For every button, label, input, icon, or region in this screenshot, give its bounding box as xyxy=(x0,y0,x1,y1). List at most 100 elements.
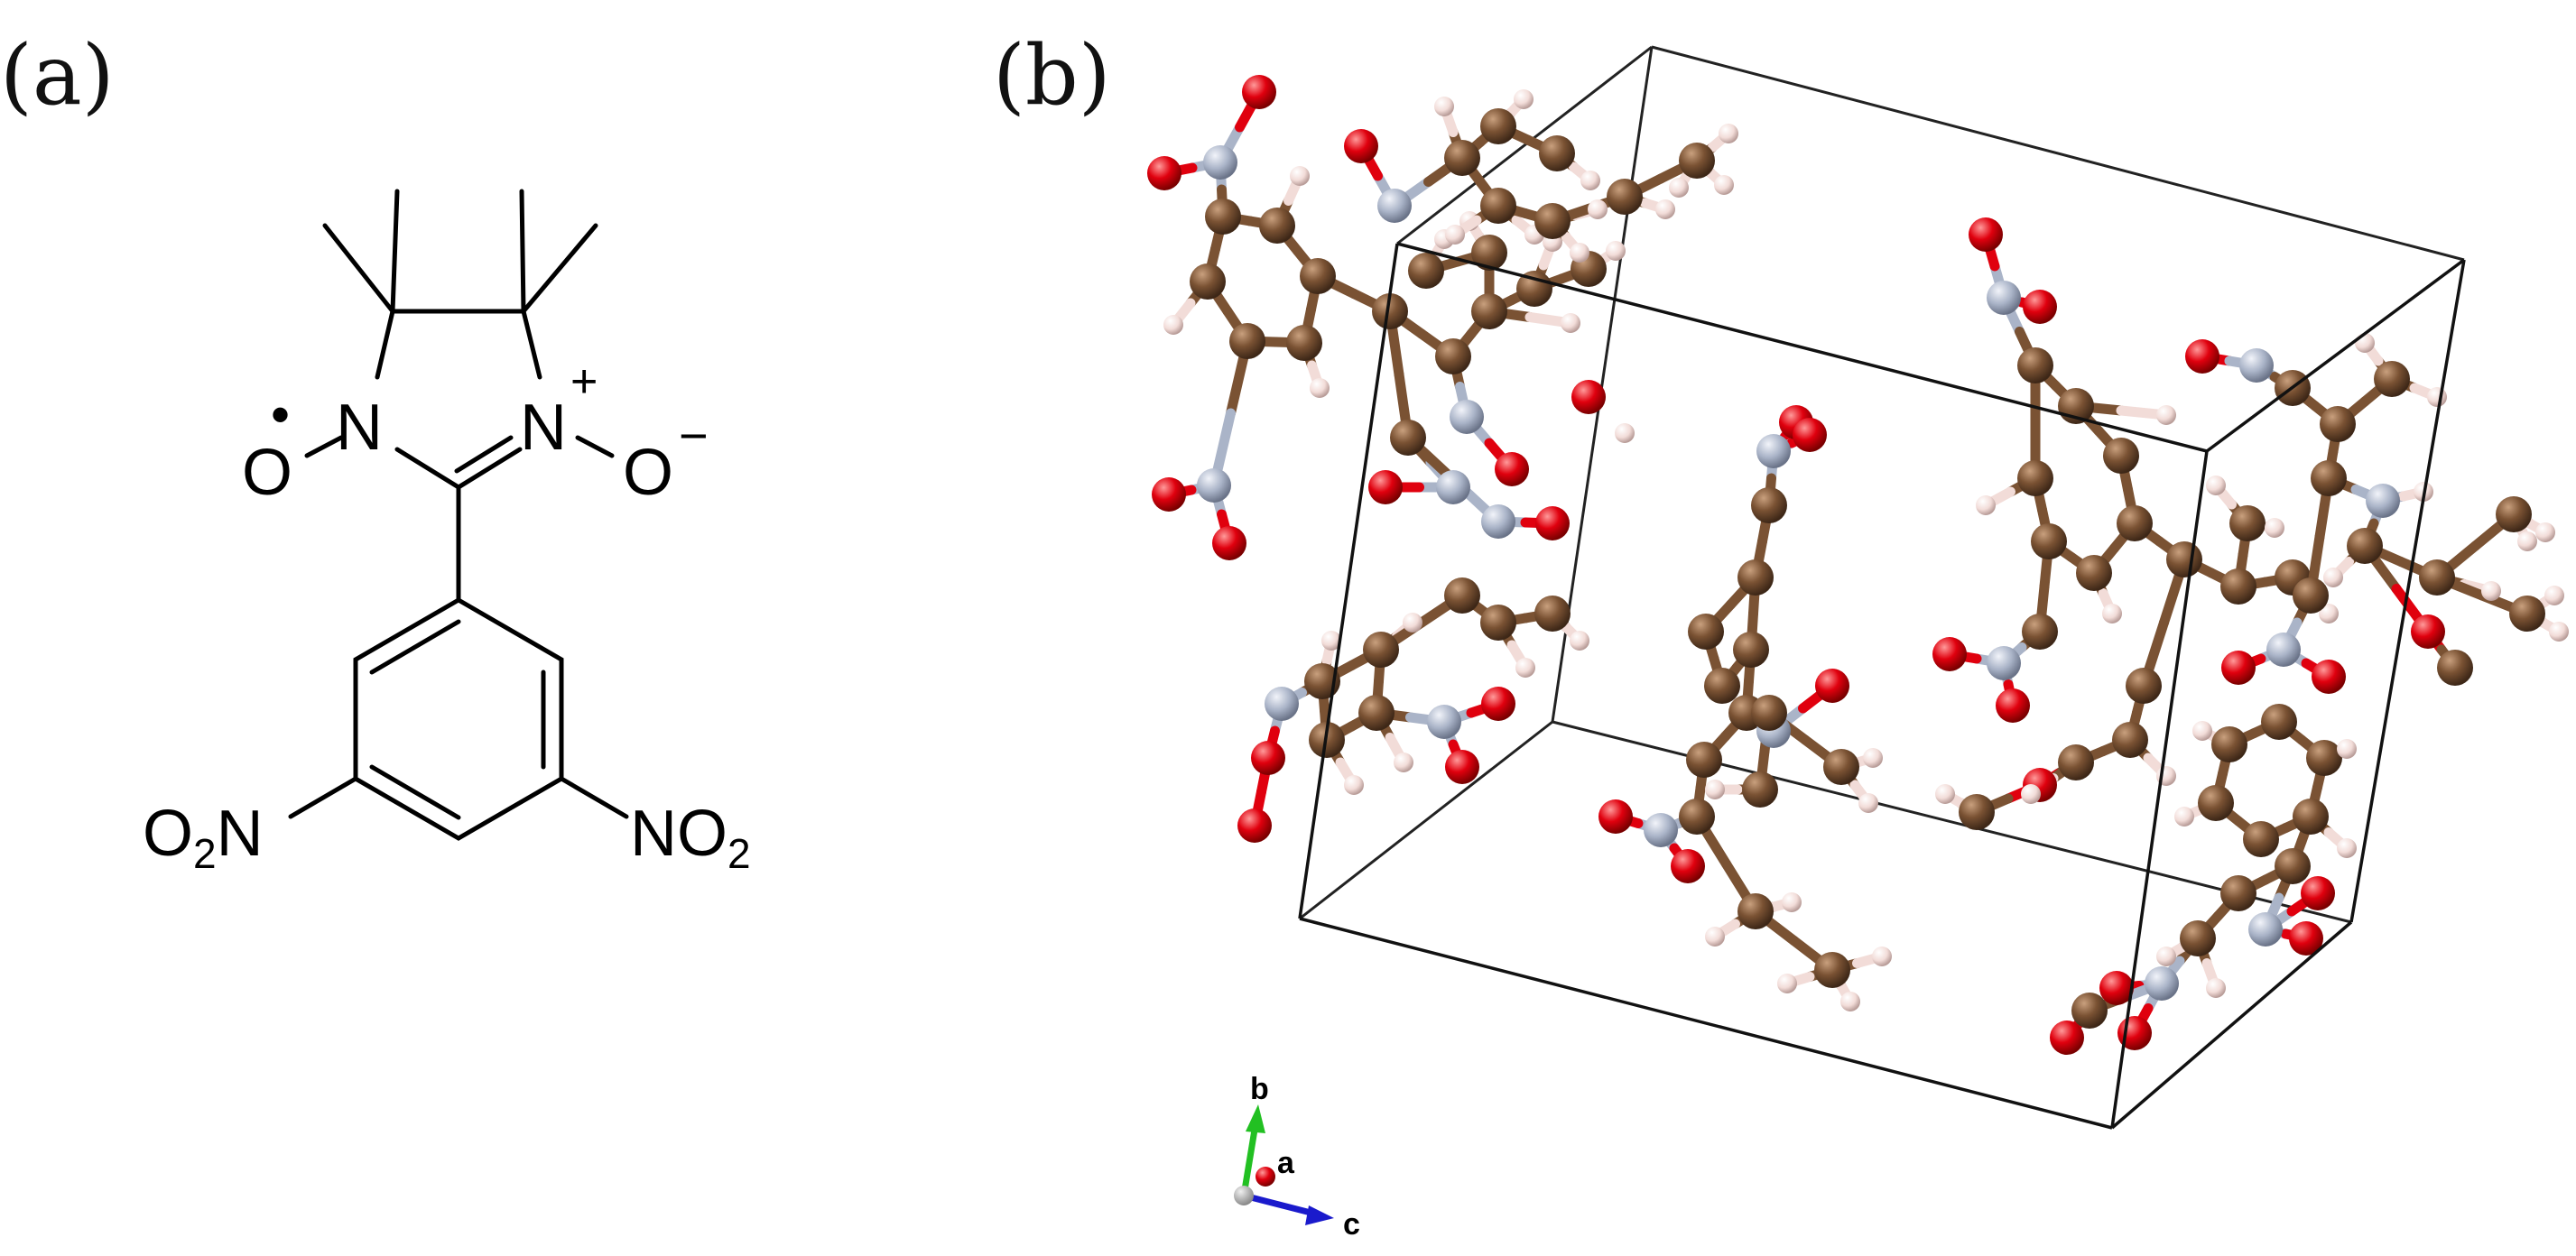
cell-edge xyxy=(1552,720,2352,924)
cell-edge xyxy=(2110,920,2353,1130)
carbon-atom xyxy=(1205,199,1241,235)
cell-edge xyxy=(1396,242,2208,453)
methyl-2 xyxy=(390,189,400,314)
atom-o-left: O xyxy=(242,437,292,509)
radical-dot: • xyxy=(271,384,290,445)
hydrogen-atom xyxy=(1163,315,1183,335)
hydrogen-atom xyxy=(2337,838,2357,858)
nitrogen-atom xyxy=(2366,484,2400,518)
oxygen-atom xyxy=(2050,1020,2084,1055)
oxygen-atom xyxy=(1481,687,1515,721)
carbon-atom xyxy=(2211,726,2247,762)
hydrogen-atom xyxy=(1615,423,1635,443)
carbon-atom xyxy=(1742,771,1778,808)
oxygen-atom xyxy=(1996,688,2030,723)
carbon-atom xyxy=(1480,188,1516,224)
bond-n-o-left xyxy=(304,435,344,458)
hydrogen-atom xyxy=(1777,974,1797,993)
bond-n-c2-right xyxy=(456,447,523,490)
carbon-atom xyxy=(1480,108,1516,144)
carbon-atom xyxy=(2017,460,2053,496)
carbon-atom xyxy=(2243,821,2279,857)
hydrogen-atom xyxy=(1445,225,1465,245)
hydrogen-atom xyxy=(1290,166,1310,186)
hydrogen-atom xyxy=(1394,753,1413,772)
charge-minus: − xyxy=(679,407,709,464)
carbon-atom xyxy=(2229,505,2266,541)
hydrogen-atom xyxy=(2337,739,2357,759)
carbon-atom xyxy=(1408,253,1444,289)
oxygen-atom xyxy=(2099,971,2134,1005)
carbon-atom xyxy=(1390,420,1426,456)
carbon-atom xyxy=(2166,541,2202,577)
carbon-atom xyxy=(1733,632,1769,668)
hydrogen-atom xyxy=(2549,622,2569,642)
hydrogen-atom xyxy=(2156,405,2176,425)
carbon-atom xyxy=(1444,577,1480,614)
hydrogen-atom xyxy=(2156,947,2176,966)
crystal-molecules xyxy=(1147,75,2569,1055)
benzene-inner-3 xyxy=(369,619,461,675)
nitrogen-atom xyxy=(1197,468,1231,503)
hydrogen-atom xyxy=(1570,243,1589,263)
oxygen-atom xyxy=(2221,651,2256,685)
carbon-atom xyxy=(2071,993,2108,1029)
hydrogen-atom xyxy=(2517,531,2537,551)
carbon-atom xyxy=(1704,668,1740,704)
bond-c-n-right xyxy=(521,309,542,380)
carbon-atom xyxy=(2347,528,2383,564)
axis-a-dot xyxy=(1256,1167,1275,1187)
oxygen-atom xyxy=(1535,506,1570,540)
oxygen-atom xyxy=(1793,418,1827,452)
carbon-atom xyxy=(2180,920,2216,956)
carbon-atom xyxy=(1363,632,1399,668)
oxygen-atom xyxy=(1344,129,1378,163)
bond-n-c2-double xyxy=(454,435,514,474)
hydrogen-atom xyxy=(1588,199,1608,219)
hydrogen-atom xyxy=(2102,604,2122,623)
nitrogen-atom xyxy=(1203,145,1237,180)
oxygen-atom xyxy=(1445,750,1479,784)
carbon-atom xyxy=(1471,293,1507,329)
hydrogen-atom xyxy=(2323,568,2343,587)
hydrogen-atom xyxy=(1514,89,1534,109)
carbon-atom xyxy=(2198,785,2234,821)
hydrogen-atom xyxy=(2206,978,2226,998)
cell-edge xyxy=(1298,243,1399,919)
oxygen-atom xyxy=(1212,526,1246,560)
hydrogen-atom xyxy=(2481,581,2501,601)
carbon-atom xyxy=(2103,438,2139,474)
carbon-atom xyxy=(2022,614,2058,650)
hydrogen-atom xyxy=(2192,721,2212,741)
hydrogen-atom xyxy=(1863,748,1883,768)
hydrogen-atom xyxy=(1606,241,1626,261)
charge-plus: + xyxy=(570,356,598,408)
carbon-atom xyxy=(2076,555,2112,591)
oxygen-atom xyxy=(1571,380,1606,414)
oxygen-atom xyxy=(1932,637,1967,671)
hydrogen-atom xyxy=(1719,124,1738,143)
nitrogen-atom xyxy=(1377,189,1412,223)
carbon-atom xyxy=(1737,893,1774,929)
axis-a-label: a xyxy=(1277,1146,1295,1180)
hydrogen-atom xyxy=(1782,892,1802,912)
nitrogen-atom xyxy=(1265,687,1299,721)
hydrogen-atom xyxy=(1570,631,1589,651)
axis-b-arrowhead xyxy=(1246,1104,1265,1133)
methyl-4 xyxy=(521,223,598,314)
carbon-atom xyxy=(1229,323,1265,359)
hydrogen-atom xyxy=(1310,378,1330,398)
oxygen-atom xyxy=(1671,849,1705,883)
cell-edge xyxy=(2205,258,2466,453)
hydrogen-atom xyxy=(1705,780,1725,799)
oxygen-atom xyxy=(1152,477,1186,512)
nitrogen-atom xyxy=(2266,633,2301,667)
panel-a-label: (a) xyxy=(0,27,115,124)
carbon-atom xyxy=(2293,799,2329,835)
hydrogen-atom xyxy=(2265,518,2284,538)
carbon-atom xyxy=(1688,614,1724,650)
hydrogen-atom xyxy=(2544,586,2564,605)
carbon-atom xyxy=(2031,523,2067,559)
unit-cell-back xyxy=(1299,45,2465,924)
carbon-atom xyxy=(2311,460,2347,496)
